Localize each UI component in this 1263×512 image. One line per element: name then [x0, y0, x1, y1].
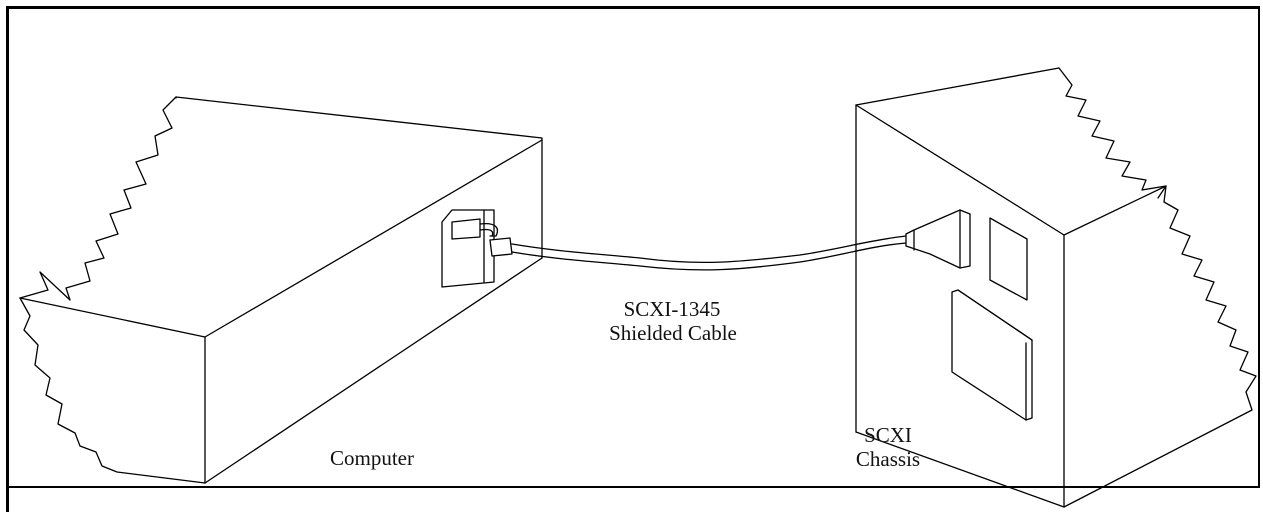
chassis-label-line2: Chassis	[855, 447, 921, 471]
chassis-top-back-edge	[855, 67, 1060, 106]
computer-broken-edge-bottom	[19, 297, 206, 484]
cable-label-line2: Shielded Cable	[609, 321, 737, 345]
connector-plug-upper	[451, 218, 481, 240]
chassis-panel-large	[951, 289, 1033, 421]
chassis-label-line1: SCXI	[864, 423, 912, 447]
shielded-cable	[511, 235, 907, 271]
frame-tick	[6, 486, 9, 512]
figure-frame	[6, 6, 1260, 488]
computer-top-right-edge	[204, 139, 543, 338]
computer-broken-edge-top	[19, 96, 177, 301]
computer-box	[19, 96, 543, 484]
computer-bottom-edge	[204, 257, 543, 484]
computer-top-front-edge	[19, 297, 206, 338]
chassis-broken-edge-side	[1063, 185, 1257, 508]
cable-label-line1: SCXI-1345	[623, 297, 721, 321]
chassis-panel-small	[989, 217, 1028, 301]
chassis-bottom-edge	[855, 431, 1065, 508]
connector-plug-lower	[489, 237, 513, 257]
computer-label: Computer	[330, 446, 414, 470]
computer-connector	[441, 209, 513, 288]
chassis-connector	[905, 209, 971, 269]
chassis-box	[855, 67, 1257, 508]
computer-top-face	[175, 96, 543, 141]
chassis-broken-edge-top	[1058, 67, 1167, 199]
chassis-top-front-edge	[855, 104, 1065, 236]
